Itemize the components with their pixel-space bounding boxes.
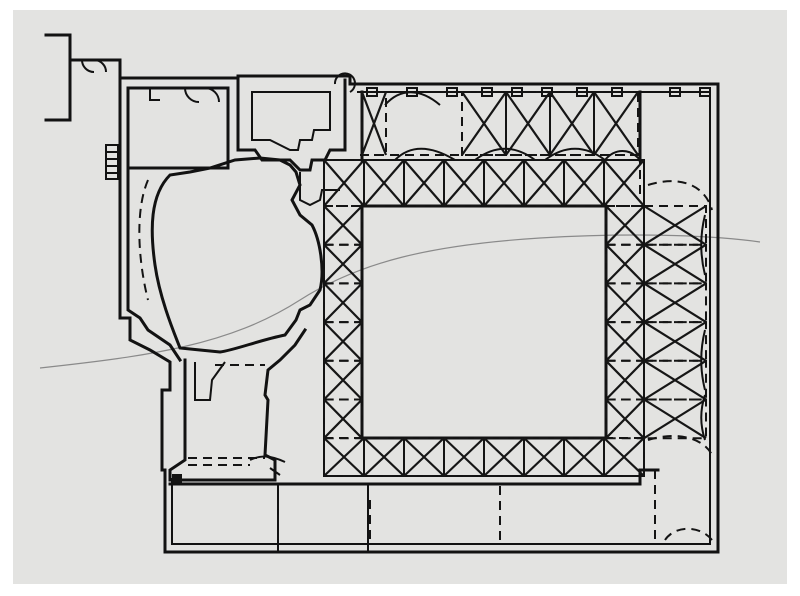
nw-passage [299,172,340,207]
vault-bay-north-range [505,91,551,156]
vault-bay-east-aisle [643,243,707,285]
oval-hall-dashed [138,179,149,301]
vault-bay-west [323,359,363,401]
corner-door-swing [81,59,107,73]
vault-bay-north-range [549,91,595,156]
wall-pier [611,87,623,97]
wall-pier [406,87,418,97]
wall-pier [446,87,458,97]
vault-bay-east-aisle [643,321,707,362]
vault-bay-east-aisle [643,205,707,246]
vault-bay-east [605,359,645,401]
north-range-vaults [360,91,639,156]
vault-bay-east-aisle [643,282,707,324]
cloister-vaults [323,159,707,477]
wall-pier [366,87,378,97]
wall-pier [541,87,553,97]
east-range-dashed [639,95,713,456]
vault-bay-south [363,437,405,477]
vault-bay-south [443,437,485,477]
vault-bay-west [323,205,363,246]
outer-wall [118,74,720,554]
outer-wall-inner-line [171,91,711,545]
vault-bay-south [523,437,565,477]
south-dashed-dividers [277,486,501,540]
north-small-room [126,86,230,170]
oval-hall [150,156,324,354]
vault-bay-north [603,159,645,207]
vault-bay-north [483,159,525,207]
vault-bay-north-range [360,91,388,156]
vault-bay-west [323,398,363,440]
vault-bay-north [323,159,365,207]
vault-bay-south [483,437,525,477]
vault-bay-east [605,205,645,246]
se-corner-dashed [654,470,713,541]
wall-pier [669,87,681,97]
vault-bay-south [603,437,645,477]
south-range-divider [277,484,369,552]
vault-bay-north [403,159,445,207]
north-wall-piers [366,87,711,97]
vault-bay-north [443,159,485,207]
paper-crease [39,234,761,369]
paper-sheet [13,10,787,584]
vault-bay-north [563,159,605,207]
vault-bay-east-aisle [643,359,707,401]
sw-door [249,455,286,476]
vault-bay-south [403,437,445,477]
wall-pier [576,87,588,97]
nw-inner-room [251,91,331,151]
vault-bay-east [605,243,645,285]
corner-bracket [44,33,72,122]
nw-corner-curve [333,72,356,93]
sw-vestibule [168,327,308,482]
nw-rooms [236,76,347,172]
vault-bay-north [363,159,405,207]
vault-bay-north [523,159,565,207]
wall-pier [511,87,523,97]
corner-wall [68,58,122,80]
vault-bay-north-range [593,91,639,156]
west-room-wall [126,86,183,363]
vault-bay-east [605,321,645,362]
courtyard-outline [360,204,608,440]
north-room-door [149,87,220,103]
sw-vestibule-inner [194,361,226,401]
vault-bay-south [323,437,365,477]
vault-bay-south [563,437,605,477]
vault-bay-west [323,321,363,362]
stair-block [105,144,119,180]
vault-bay-east [605,282,645,324]
vault-bay-east [605,398,645,440]
wall-pier [481,87,493,97]
vault-bay-north-range [461,91,507,156]
wall-pier [699,87,711,97]
sw-pier [172,474,182,484]
vault-bay-east-aisle [643,398,707,440]
east-range-arches [700,214,706,441]
vault-bay-west [323,282,363,324]
stair-treads [106,151,118,174]
